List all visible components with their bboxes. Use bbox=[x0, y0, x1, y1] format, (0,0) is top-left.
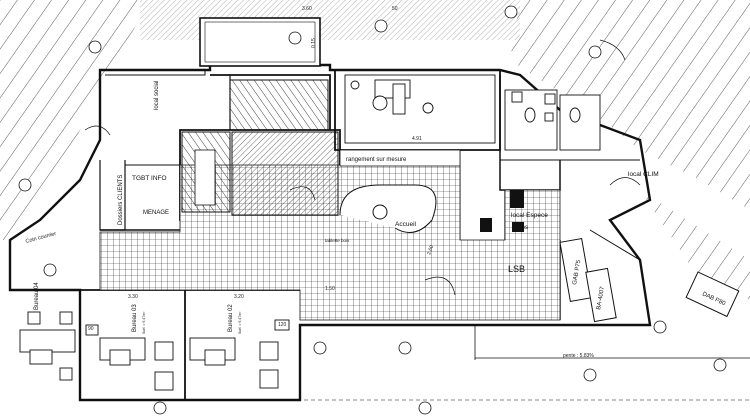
dim-150: 1.50 bbox=[325, 286, 335, 292]
label-local-especes: local Espece bbox=[511, 212, 548, 219]
dim-90: 90 bbox=[88, 326, 94, 332]
dimension-labels: 3.30 3.20 4.91 120 90 1.50 2.60 pente : … bbox=[88, 6, 594, 359]
label-urnes: urnes bbox=[513, 225, 528, 231]
reception-desk bbox=[339, 184, 437, 233]
exterior-hatch bbox=[0, 0, 750, 300]
office-furniture bbox=[19, 311, 290, 391]
dim-491: 4.91 bbox=[412, 136, 422, 142]
safe-blocks bbox=[480, 190, 524, 232]
column-markers bbox=[18, 5, 727, 415]
label-accueil: Accueil bbox=[395, 221, 417, 228]
label-bureau-02-surface: Surf. = 9,47m² bbox=[238, 311, 242, 334]
label-local-clim: local CLIM bbox=[628, 171, 659, 178]
sanitary-block bbox=[504, 89, 601, 151]
dim-260: 2.60 bbox=[426, 244, 435, 255]
office-upper bbox=[344, 74, 496, 144]
label-gab-p75: GAB P75 bbox=[572, 259, 582, 285]
label-bureau-03: Bureau 03 bbox=[132, 304, 138, 332]
label-bureau-03-surface: Surf. = 9,47m² bbox=[142, 311, 146, 334]
room-labels: local social TGBT INFO Dossiers CLIENTS … bbox=[25, 81, 727, 334]
atm-units bbox=[559, 237, 740, 323]
label-coin-courrier: Coin courrier bbox=[25, 231, 57, 245]
door-swings bbox=[84, 39, 641, 296]
dim-320: 3.20 bbox=[234, 294, 244, 300]
label-rangement: rangement sur mesure bbox=[346, 157, 407, 163]
dim-top-2: 50 bbox=[392, 6, 398, 12]
label-local-social: local social bbox=[154, 81, 160, 110]
dim-330: 3.30 bbox=[128, 294, 138, 300]
label-tgbt-info: TGBT INFO bbox=[132, 175, 167, 182]
label-dossiers-clients: Dossiers CLIENTS bbox=[118, 175, 124, 225]
terrace bbox=[199, 17, 321, 67]
stairwell bbox=[181, 79, 339, 216]
label-bureau-02: Bureau 02 bbox=[228, 304, 234, 332]
dim-pente: pente : 5.83% bbox=[563, 353, 594, 359]
dim-top: 3.60 bbox=[302, 6, 312, 12]
label-bureau-04: Bureau 04 bbox=[34, 282, 40, 310]
label-menage: MENAGE bbox=[143, 210, 169, 216]
label-lsb: LSB bbox=[508, 264, 525, 274]
label-ba-4007: BA-4007 bbox=[596, 286, 606, 311]
label-tablette: tablette bois bbox=[325, 238, 350, 243]
dim-vertical: 0.15 bbox=[311, 38, 317, 48]
dim-120: 120 bbox=[278, 322, 287, 328]
